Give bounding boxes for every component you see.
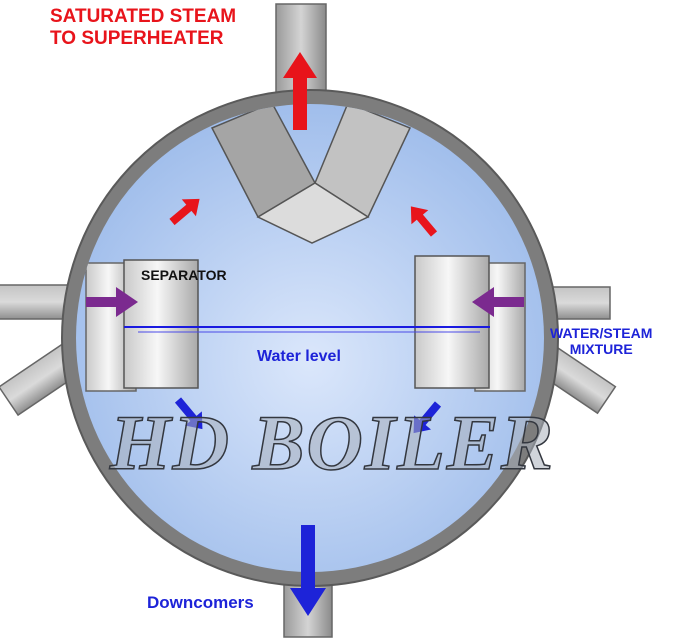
water-level-label: Water level (257, 348, 341, 365)
steam-label-line1: SATURATED STEAM (50, 6, 237, 27)
watermark-text: HD BOILER (109, 398, 555, 486)
downcomer-arrow-right (413, 401, 442, 434)
mixture-label: WATER/STEAM MIXTURE (550, 325, 652, 357)
steam-arrow-right (410, 206, 438, 237)
downcomers-label: Downcomers (147, 593, 254, 612)
separator-label: SEPARATOR (141, 267, 227, 283)
steam-collector-bottom (256, 182, 370, 244)
downcomer-outlet-arrow (290, 525, 326, 616)
steam-arrow-left (169, 198, 200, 226)
downcomer-arrow-left (174, 397, 203, 430)
right-separator (414, 255, 490, 389)
mixture-arrow-left (86, 287, 138, 317)
steam-label-line2: TO SUPERHEATER (50, 27, 224, 49)
left-separator (123, 259, 199, 389)
mixture-label-line1: WATER/STEAM (550, 325, 653, 341)
steam-outlet-label: SATURATED STEAM TO SUPERHEATER (50, 6, 236, 50)
mixture-label-line2: MIXTURE (569, 341, 633, 358)
steam-outlet-arrow (283, 52, 317, 130)
mixture-arrow-right (472, 287, 524, 317)
